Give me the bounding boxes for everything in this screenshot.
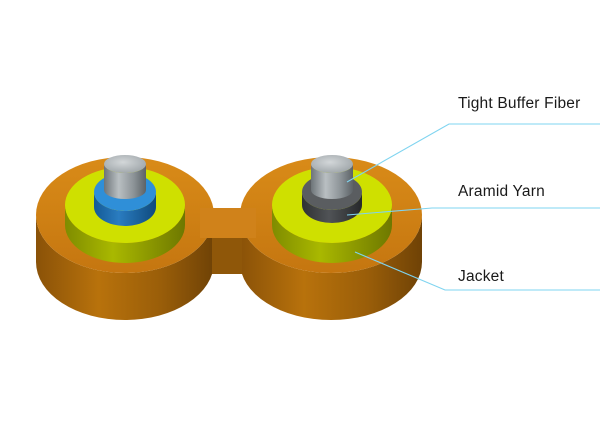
jacket-right-side xyxy=(240,215,422,320)
fiber-core-left-top xyxy=(104,155,146,173)
leader-line-jacket xyxy=(354,251,600,291)
fiber-core-right-side xyxy=(311,164,353,199)
tight-buffer-left-side xyxy=(94,192,156,226)
jacket-bridge-top xyxy=(200,208,256,238)
leader-line-aramid-yarn xyxy=(346,207,600,216)
leader-line-tight-buffer xyxy=(346,123,600,183)
left-fiber-assembly xyxy=(65,155,185,263)
aramid-yarn-right-side xyxy=(272,205,392,263)
tight-buffer-right-side xyxy=(302,192,362,223)
label-aramid-yarn: Aramid Yarn xyxy=(458,183,545,200)
aramid-yarn-left-side xyxy=(65,205,185,263)
label-tight-buffer-fiber: Tight Buffer Fiber xyxy=(458,95,581,112)
right-fiber-assembly xyxy=(272,155,392,263)
fiber-core-left-side xyxy=(104,164,146,199)
label-jacket: Jacket xyxy=(458,268,504,285)
fiber-core-right-top xyxy=(311,155,353,173)
jacket-bridge-side xyxy=(212,236,242,274)
jacket-left-side xyxy=(36,215,214,320)
leader-lines xyxy=(346,123,600,291)
